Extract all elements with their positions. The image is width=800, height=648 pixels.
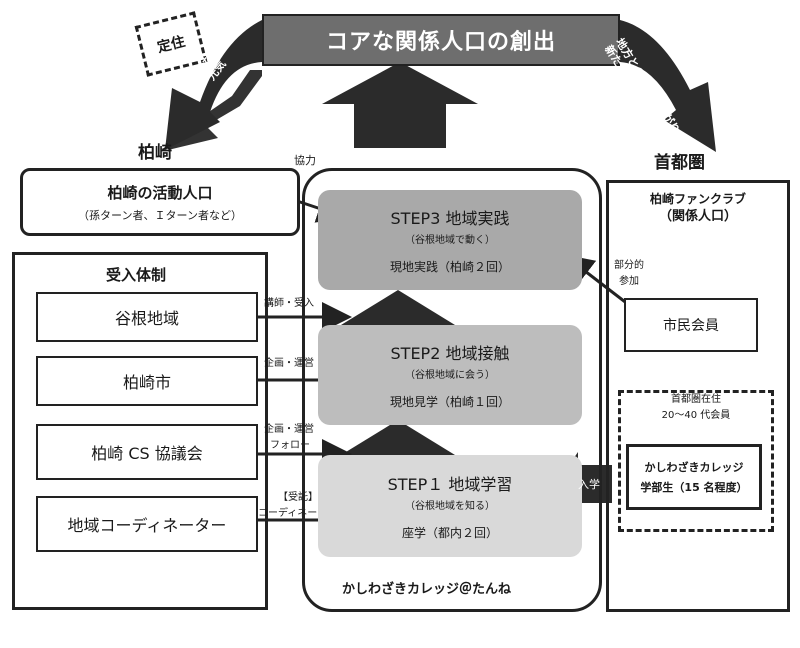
- step2-title: STEP2 地域接触: [390, 344, 510, 363]
- partial-line-1: 部分的: [614, 260, 644, 271]
- ukeire-title: 受入体制: [106, 266, 167, 284]
- ukeire-item-cs: 柏崎 CS 協議会: [36, 424, 258, 480]
- label-coordinate: コーディネート: [258, 508, 328, 519]
- ukeire-item-yane-text: 谷根地域: [114, 309, 179, 328]
- step2-sub: （谷根地域に会う）: [405, 370, 495, 381]
- step2-detail: 現地見学（柏崎１回）: [389, 395, 510, 409]
- triangle-step1-to-2: [341, 420, 455, 455]
- step1-detail: 座学（都内２回）: [401, 526, 498, 540]
- activity-title: 柏崎の活動人口: [107, 183, 213, 202]
- label-follow: フォロー: [270, 440, 310, 451]
- kyoryoku-label: 協力: [294, 154, 316, 167]
- citizen-member-box: 市民会員: [624, 298, 758, 352]
- fanclub-heading: 柏崎ファンクラブ （関係人口）: [606, 190, 790, 226]
- step3-detail: 現地実践（柏崎２回）: [389, 260, 510, 274]
- ukeire-item-coordinator-text: 地域コーディネーター: [67, 516, 227, 535]
- ukeire-item-yane: 谷根地域: [36, 292, 258, 342]
- label-kikaku-2: 企画・運営: [264, 424, 314, 435]
- right-region-label: 首都圏: [654, 153, 705, 173]
- label-jutaku: 【受託】: [278, 492, 318, 503]
- step1-sub: （谷根地域を知る）: [405, 501, 495, 512]
- step2-box: STEP2 地域接触 （谷根地域に会う） 現地見学（柏崎１回）: [318, 325, 582, 425]
- tokyo-line-1: 首都圏在住: [671, 394, 721, 405]
- left-curve-arrow-body: [165, 20, 262, 150]
- ukeire-item-cs-text: 柏崎 CS 協議会: [91, 444, 203, 463]
- tokyo-members-frame: [618, 390, 774, 532]
- teijuu-tag-text: 定住: [155, 33, 187, 57]
- fanclub-title: 柏崎ファンクラブ: [649, 192, 746, 206]
- nyugaku-label: 入学: [578, 478, 600, 491]
- ukeire-item-coordinator: 地域コーディネーター: [36, 496, 258, 552]
- activity-box: 柏崎の活動人口 （孫ターン者、Ｉターン者など）: [20, 168, 300, 236]
- tokyo-members-label: 首都圏在住 20～40 代会員: [618, 392, 774, 424]
- college-frame: [302, 168, 602, 612]
- label-koshi-ukeire: 講師・受入: [264, 298, 314, 309]
- step1-title: STEP１ 地域学習: [387, 475, 513, 494]
- big-up-arrow: [322, 62, 478, 148]
- tokyo-line-2: 20～40 代会員: [661, 410, 731, 421]
- fanclub-subtitle: （関係人口）: [658, 209, 737, 224]
- label-kikaku-1: 企画・運営: [264, 358, 314, 369]
- left-region-label: 柏崎: [138, 143, 172, 163]
- activity-sub: （孫ターン者、Ｉターン者など）: [78, 208, 242, 222]
- partial-line-2: 参加: [619, 276, 639, 287]
- triangle-step2-to-3: [341, 290, 455, 325]
- college-name: かしわざきカレッジ＠たんね: [342, 582, 512, 597]
- step3-sub: （谷根地域で動く）: [405, 235, 495, 246]
- step3-box: STEP3 地域実践 （谷根地域で動く） 現地実践（柏崎２回）: [318, 190, 582, 290]
- student-line-2: 学部生（15 名程度）: [640, 481, 748, 494]
- ukeire-frame: [12, 252, 268, 610]
- student-line-1: かしわざきカレッジ: [644, 461, 744, 474]
- top-banner-text: コアな関係人口の創出: [325, 30, 556, 55]
- step3-title: STEP3 地域実践: [390, 209, 510, 228]
- right-curve-arrow-body: [620, 20, 716, 152]
- step1-box: STEP１ 地域学習 （谷根地域を知る） 座学（都内２回）: [318, 455, 582, 557]
- top-banner: コアな関係人口の創出: [262, 14, 620, 66]
- ukeire-item-kashiwazaki-text: 柏崎市: [122, 373, 171, 392]
- partial-label: 部分的 参加: [614, 258, 644, 290]
- student-box: かしわざきカレッジ 学部生（15 名程度）: [626, 444, 762, 510]
- citizen-member-text: 市民会員: [663, 318, 719, 334]
- fanclub-frame: [606, 180, 790, 612]
- ukeire-item-kashiwazaki: 柏崎市: [36, 356, 258, 406]
